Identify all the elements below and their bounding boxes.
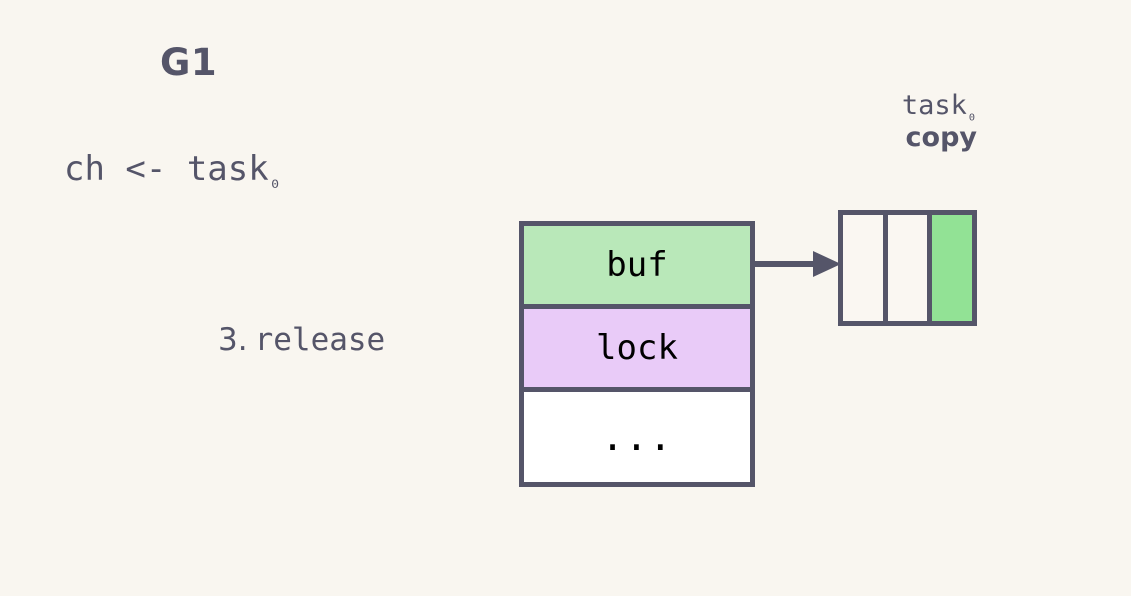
caption-copy: copy (905, 121, 977, 153)
channel-field-buf-label: buf (606, 245, 668, 285)
goroutine-title: G1 (160, 41, 218, 84)
channel-field-lock: lock (524, 309, 750, 387)
step-release-label: 3. release (218, 325, 385, 356)
caption-task-base: task (901, 90, 967, 121)
buffer-cell-0 (843, 215, 883, 321)
buffer-array (838, 210, 977, 326)
buf-pointer-arrow-icon (755, 251, 841, 277)
channel-field-ellipsis: ... (524, 392, 750, 482)
caption-task-subscript: ₀ (966, 104, 977, 125)
send-expression-subscript: ₀ (268, 167, 282, 193)
step-number: 3. (218, 322, 248, 358)
channel-field-lock-label: lock (596, 328, 678, 368)
channel-field-buf: buf (524, 226, 750, 304)
channel-send-expression: ch <- task₀ (64, 149, 281, 191)
buffer-cell-1 (887, 215, 928, 321)
step-action: release (254, 322, 386, 358)
buffer-cell-2 (932, 215, 973, 321)
buffer-array-caption: task₀ copy (838, 90, 977, 154)
channel-struct-box: buf lock ... (519, 221, 755, 487)
caption-task: task₀ (838, 90, 977, 125)
send-expression-base: ch <- task (64, 149, 269, 189)
channel-field-ellipsis-label: ... (601, 415, 673, 459)
